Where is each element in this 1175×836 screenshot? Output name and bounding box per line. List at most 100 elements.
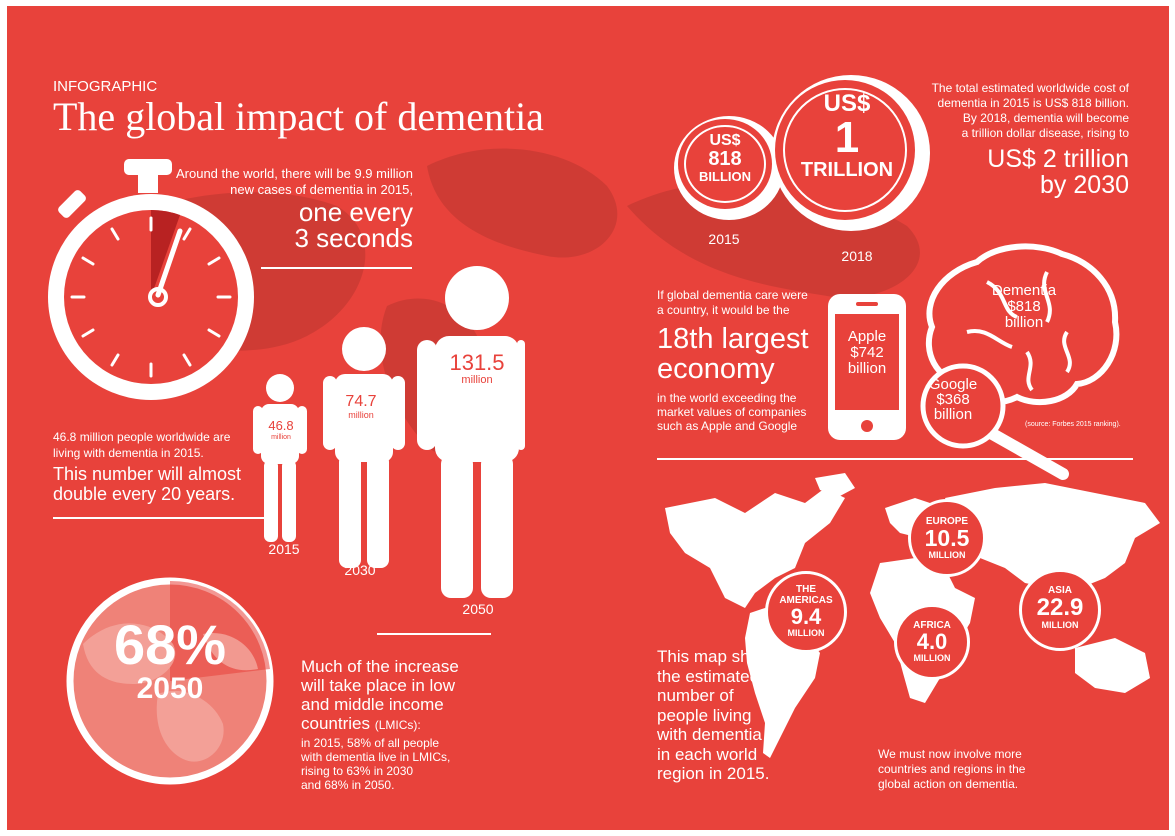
dementia-unit: billion [1004,314,1044,331]
dementia-value-label: Dementia $818 billion [979,283,1069,331]
call-to-action-line-1: We must now involve more [878,747,1022,761]
lmic-detail-1: in 2015, 58% of all people [301,736,440,750]
frequency-line-1: one every [298,197,413,227]
lmic-highlight: Much of the increase will take place in … [301,657,459,735]
map-caption-line-1: This map shows [657,647,780,666]
frequency-highlight: one every 3 seconds [187,199,413,251]
cost-line-3: By 2018, dementia will become [962,111,1129,125]
apple-value-label: Apple $742 billion [826,329,908,377]
person-2015-value: 46.8 [268,418,294,433]
economy-detail-line-1: in the world exceeding the [657,391,797,405]
coin-2018-label: US$ 1 TRILLION [785,90,909,181]
person-2030-unit: million [348,410,374,420]
google-name: Google [928,376,978,393]
lmic-line-4: countries [301,714,370,733]
region-bubble-americas: THE AMERICAS 9.4 MILLION [765,571,847,653]
apple-value: $742 [850,344,884,361]
map-caption: This map shows the estimated number of p… [657,647,780,784]
cost-highlight-line-2: by 2030 [1040,171,1129,199]
google-value-label: Google $368 billion [918,377,988,422]
call-to-action: We must now involve more countries and r… [878,747,1025,792]
divider [53,517,265,519]
map-caption-line-7: region in 2015. [657,764,770,783]
region-asia-unit: MILLION [1041,620,1079,630]
coins-icon [674,75,930,231]
region-americas-unit: MILLION [787,628,825,638]
coin-2015-currency: US$ [709,132,741,149]
region-africa-name: AFRICA [913,620,951,631]
brain-magnifier-icon [920,243,1120,480]
cost-line-2: dementia in 2015 is US$ 818 billion. [937,96,1129,110]
coin-2015-label: US$ 818 BILLION [679,132,771,184]
lmic-year: 2050 [136,672,204,705]
lmic-line-2: will take place in low [301,676,456,695]
prevalence-line-1: 46.8 million people worldwide are [53,430,231,444]
person-2030-value: 74.7 [345,393,377,410]
globe-icon [66,577,274,785]
person-2015-label: 46.8 million [253,419,309,441]
region-bubble-asia: ASIA 22.9 MILLION [1019,569,1101,651]
cost-line-1: The total estimated worldwide cost of [931,81,1129,95]
stopwatch-icon [48,159,254,400]
apple-name: Apple [847,328,887,345]
economy-intro-line-2: a country, it would be the [657,303,790,317]
year-2030-label: 2030 [344,562,376,578]
coin-2015-year: 2015 [708,231,740,247]
lmic-detail-4: and 68% in 2050. [301,778,395,792]
year-2050-label: 2050 [462,601,494,617]
apple-unit: billion [847,360,887,377]
map-caption-line-6: in each world [657,744,758,764]
economy-intro: If global dementia care were a country, … [657,288,808,318]
dementia-value: $818 [1007,298,1041,315]
region-asia-name: ASIA [1048,585,1072,596]
doubling-highlight: This number will almost double every 20 … [53,464,241,504]
map-caption-line-3: number of [657,686,734,705]
region-europe-name: EUROPE [925,516,969,527]
google-value: $368 [936,391,970,408]
lmic-abbreviation: (LMICs): [374,718,421,732]
cost-highlight-line-1: US$ 2 trillion [987,145,1129,173]
map-caption-line-2: the estimated [657,666,760,686]
economy-highlight-line-2: economy [657,353,775,385]
coin-2015-amount: 818 [708,148,742,170]
prevalence-line-2: living with dementia in 2015. [53,446,204,460]
coin-2018-amount: 1 [834,113,860,162]
person-2015-unit: million [271,434,291,441]
person-2050-label: 131.5 million [437,352,517,386]
divider [261,267,412,269]
region-europe-unit: MILLION [928,550,966,560]
lmic-percent: 68% [113,613,227,676]
region-bubble-africa: AFRICA 4.0 MILLION [894,604,970,680]
lmic-detail-2: with dementia live in LMICs, [301,750,451,764]
source-note: (source: Forbes 2015 ranking). [1025,421,1121,428]
economy-intro-line-1: If global dementia care were [657,288,808,302]
new-cases-line-2: new cases of dementia in 2015, [230,182,413,197]
lmic-line-3: and middle income [301,695,444,714]
coin-2018-year: 2018 [841,248,873,264]
region-bubble-europe: EUROPE 10.5 MILLION [908,499,986,577]
person-2050-unit: million [461,374,493,386]
economy-detail-line-2: market values of companies [657,405,807,419]
region-africa-value: 4.0 [916,629,948,654]
economy-detail: in the world exceeding the market values… [657,391,806,433]
new-cases-line-1: Around the world, there will be 9.9 mill… [175,166,413,181]
economy-highlight-line-1: 18th largest [657,323,809,355]
map-caption-line-5: with dementia [657,725,762,744]
region-asia-value: 22.9 [1036,594,1084,621]
coin-2018-unit: TRILLION [800,159,894,181]
smartphone-icon [828,294,906,440]
region-americas-name-2: AMERICAS [779,595,833,606]
lmic-details: in 2015, 58% of all people with dementia… [301,736,450,792]
call-to-action-line-3: global action on dementia. [878,777,1019,791]
region-americas-value: 9.4 [790,604,822,629]
economy-detail-line-3: such as Apple and Google [657,419,798,433]
frequency-line-2: 3 seconds [294,223,413,253]
dementia-name: Dementia [991,282,1057,299]
cost-highlight: US$ 2 trillion by 2030 [907,146,1129,198]
economy-highlight: 18th largest economy [657,324,809,384]
doubling-line-2: double every 20 years. [53,484,236,504]
people-growth-figures [253,266,525,598]
coin-2018-currency: US$ [823,90,871,117]
cost-text: The total estimated worldwide cost of de… [887,81,1129,141]
region-africa-unit: MILLION [913,653,951,663]
